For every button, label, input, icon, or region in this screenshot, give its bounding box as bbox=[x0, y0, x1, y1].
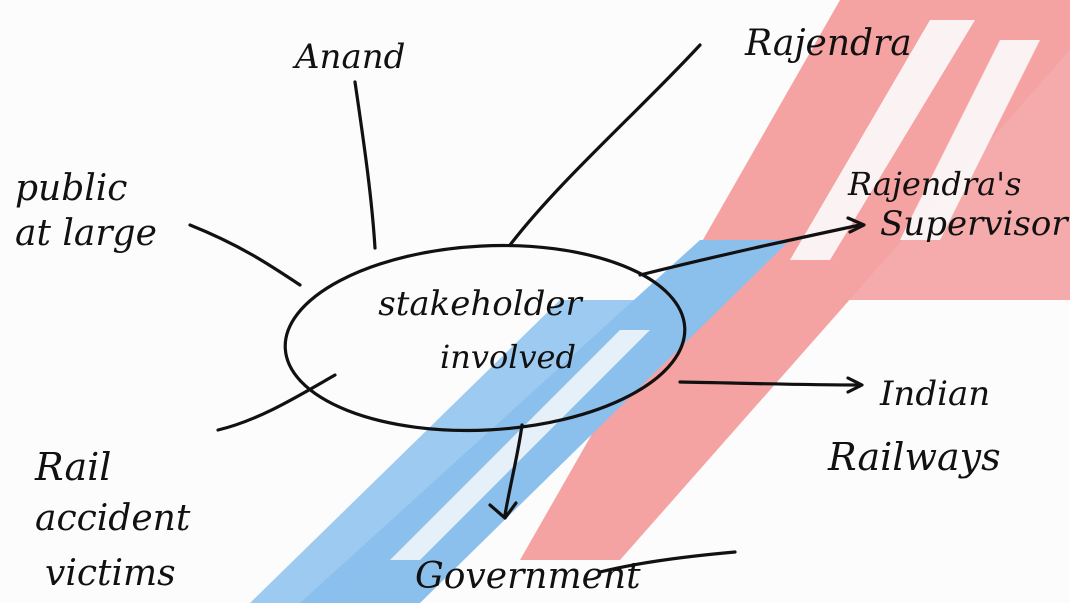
arrowhead-supervisor bbox=[846, 216, 866, 234]
center-label-line1: stakeholder bbox=[378, 284, 583, 324]
watermark-cutout-2 bbox=[900, 40, 1040, 240]
line-to-government bbox=[503, 423, 524, 517]
label-public-at-large-line2: at large bbox=[15, 213, 157, 254]
watermark-red-band bbox=[520, 0, 1070, 560]
label-rajendra-supervisor-line1: Rajendra's bbox=[847, 165, 1021, 203]
line-to-rail-victims bbox=[216, 373, 337, 432]
label-indian-railways-line1: Indian bbox=[879, 374, 990, 414]
line-to-public-at-large bbox=[188, 223, 302, 287]
label-rail-victims-line1: Rail bbox=[34, 445, 111, 489]
label-rajendra-supervisor-line2: Supervisor bbox=[880, 204, 1069, 244]
label-rail-victims-line2: accident bbox=[35, 498, 191, 539]
arrowhead-railways bbox=[846, 376, 864, 394]
line-to-anand bbox=[353, 80, 377, 250]
watermark-blue-band bbox=[300, 240, 790, 603]
watermark-blue-band-2 bbox=[250, 300, 640, 603]
label-indian-railways-line2: Railways bbox=[827, 435, 1001, 479]
line-to-rajendra bbox=[508, 43, 702, 247]
arrowhead-government bbox=[488, 501, 518, 520]
label-public-at-large-line1: public bbox=[15, 168, 127, 209]
label-rajendra: Rajendra bbox=[744, 23, 912, 64]
line-to-indian-railways bbox=[678, 380, 862, 387]
watermark-red-fill bbox=[760, 0, 1070, 300]
label-anand: Anand bbox=[292, 37, 405, 77]
label-government: Government bbox=[415, 556, 641, 597]
center-ellipse bbox=[283, 243, 687, 433]
government-underline bbox=[598, 550, 737, 574]
watermark-cutout-1 bbox=[790, 20, 975, 260]
line-to-rajendra-supervisor bbox=[638, 223, 862, 277]
label-rail-victims-line3: victims bbox=[45, 553, 176, 594]
center-label-line2: involved bbox=[440, 338, 576, 376]
